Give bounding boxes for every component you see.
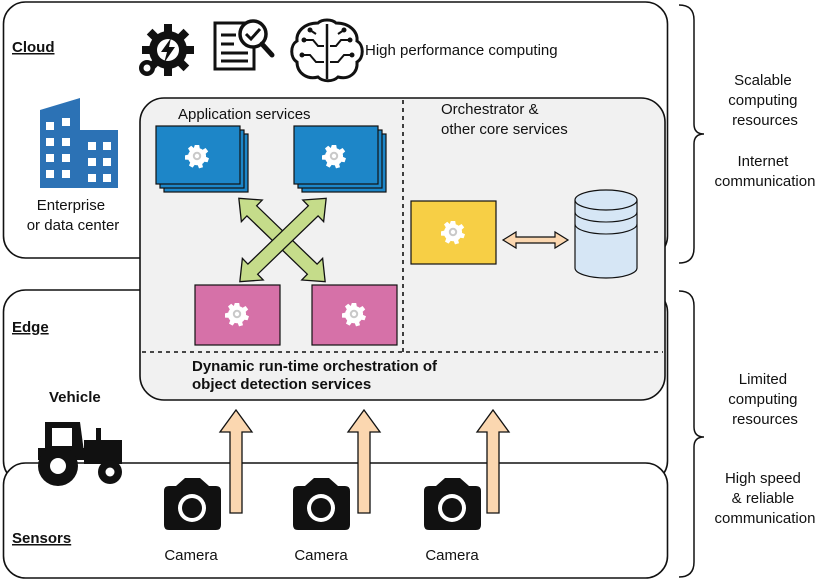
high-speed-communication-annotation: High speed & reliable communication bbox=[715, 470, 816, 527]
application-service-stack-right bbox=[293, 125, 387, 193]
edge-service-right bbox=[311, 284, 398, 346]
edge-service-left bbox=[194, 284, 281, 346]
cloud-layer-title: Cloud bbox=[12, 39, 55, 56]
camera-uplink-arrow bbox=[218, 408, 254, 514]
building-icon bbox=[40, 98, 118, 188]
sensors-layer-title: Sensors bbox=[12, 530, 71, 547]
camera-icon bbox=[293, 478, 350, 530]
camera-icon bbox=[164, 478, 221, 530]
application-services-label: Application services bbox=[178, 106, 311, 123]
database-icon bbox=[574, 189, 638, 279]
camera-icon bbox=[424, 478, 481, 530]
dynamic-orchestration-label: Dynamic run-time orchestration of object… bbox=[192, 358, 441, 393]
internet-communication-annotation: Internet communication bbox=[715, 153, 816, 190]
application-service-stack-left bbox=[155, 125, 249, 193]
cloud-resources-brace bbox=[678, 4, 705, 264]
document-search-icon bbox=[213, 19, 275, 71]
scalable-computing-annotation: Scalable computing resources bbox=[728, 72, 801, 129]
camera-label: Camera bbox=[294, 547, 348, 564]
ai-brain-icon bbox=[290, 18, 364, 83]
orchestrator-label: Orchestrator & other core services bbox=[441, 101, 568, 138]
camera-label: Camera bbox=[164, 547, 218, 564]
hpc-label: High performance computing bbox=[365, 42, 558, 59]
camera-label: Camera bbox=[425, 547, 479, 564]
camera-uplink-arrow bbox=[346, 408, 382, 514]
vehicle-label: Vehicle bbox=[49, 389, 101, 406]
orchestrator-database-link-arrow bbox=[501, 230, 570, 250]
edge-layer-title: Edge bbox=[12, 319, 49, 336]
tractor-icon bbox=[38, 422, 122, 486]
edge-resources-brace bbox=[678, 290, 705, 578]
orchestrator-service bbox=[410, 200, 497, 265]
camera-uplink-arrow bbox=[475, 408, 511, 514]
gear-lightning-icon bbox=[139, 24, 194, 76]
migration-arrow-b bbox=[239, 197, 327, 283]
enterprise-label: Enterprise or data center bbox=[27, 197, 120, 234]
limited-computing-annotation: Limited computing resources bbox=[728, 371, 801, 428]
